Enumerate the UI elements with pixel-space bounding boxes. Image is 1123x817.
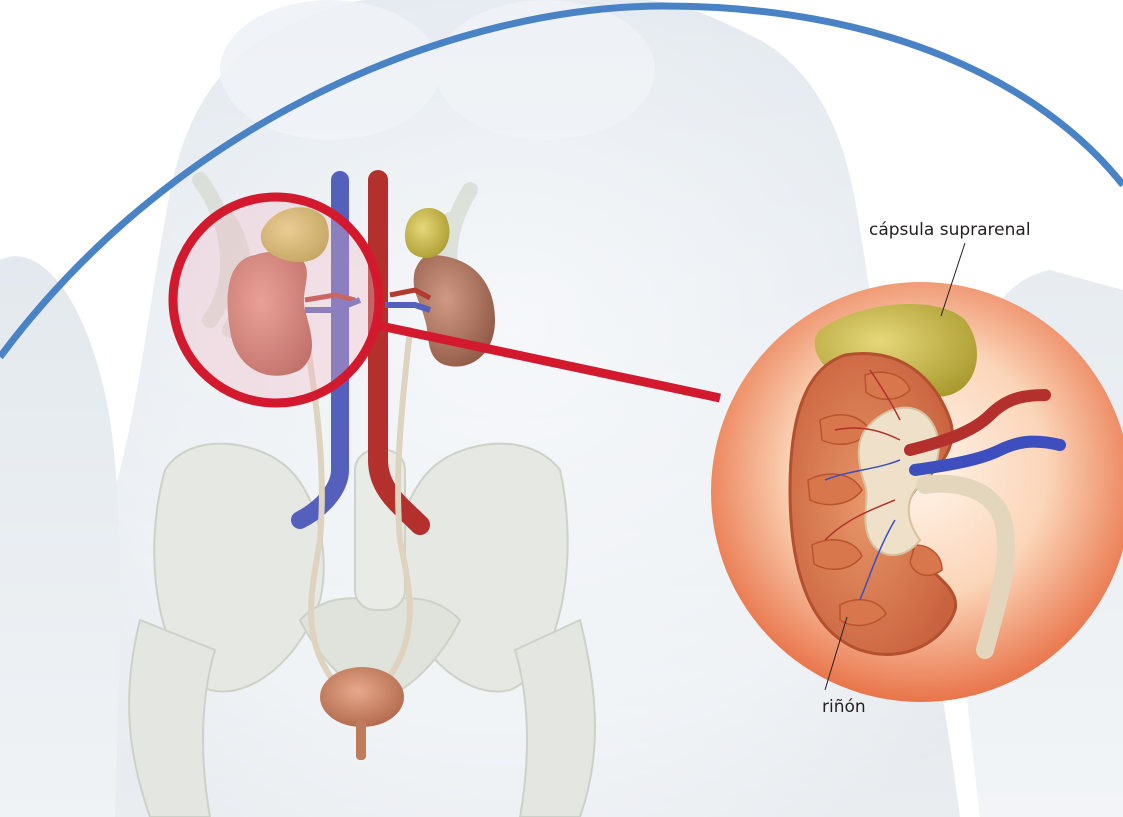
label-adrenal-gland: cápsula suprarenal (869, 220, 1031, 240)
zoom-detail (711, 282, 1123, 702)
urethra (356, 720, 366, 760)
bladder (320, 667, 404, 727)
label-kidney: riñón (822, 697, 866, 717)
